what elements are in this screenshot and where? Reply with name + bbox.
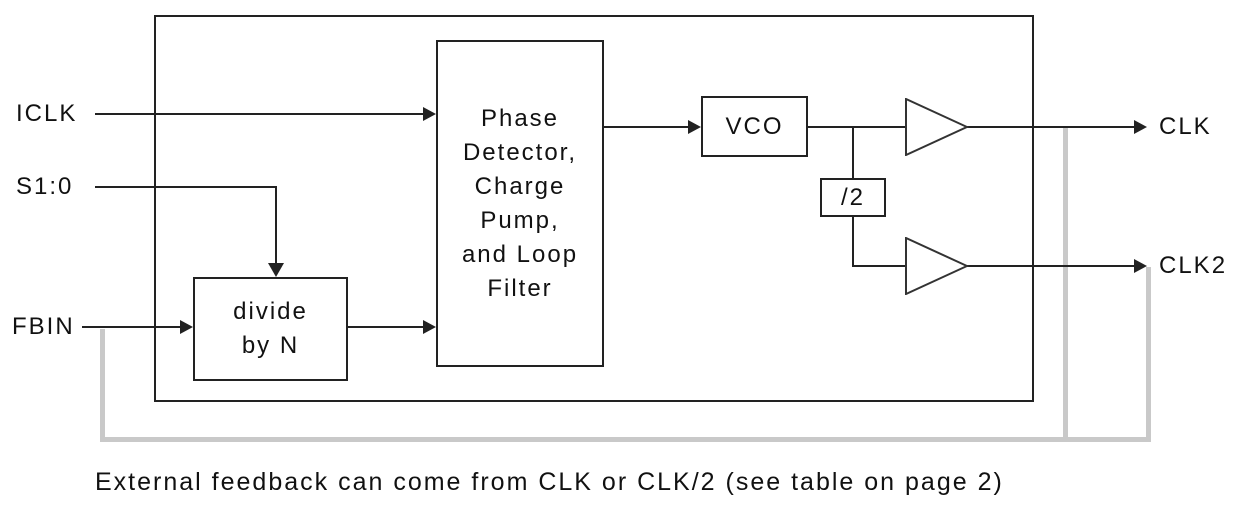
phase-detector-text-line: Pump, xyxy=(480,206,560,234)
iclk-signal-line xyxy=(95,113,424,115)
phase-detector-text-line: Charge xyxy=(474,172,566,200)
divider-to-pll-arrowhead-icon xyxy=(423,320,436,334)
vco-label: VCO xyxy=(725,112,784,140)
divide-by-n-text-line: divide xyxy=(233,298,308,325)
divide-by-2-label: /2 xyxy=(840,183,865,211)
clk2-buffer-triangle-icon xyxy=(905,237,969,295)
clk-label: CLK xyxy=(1159,113,1212,140)
s1-0-arrowhead-icon xyxy=(268,263,284,277)
clk2-label: CLK2 xyxy=(1159,252,1228,279)
vco-to-div2-vertical-line xyxy=(852,126,854,178)
clk-arrowhead-icon xyxy=(1134,120,1147,134)
feedback-line-clk-vertical xyxy=(1063,128,1068,442)
clk-buffer-triangle-icon xyxy=(905,98,969,156)
div2-output-vertical-line xyxy=(852,217,854,267)
fbin-arrowhead-icon xyxy=(180,320,193,334)
divide-by-n-block: divide by N xyxy=(193,277,348,381)
clk2-output-line xyxy=(967,265,1136,267)
clk2-arrowhead-icon xyxy=(1134,259,1147,273)
divider-to-pll-line xyxy=(348,326,424,328)
phase-detector-text-line: Phase xyxy=(480,104,560,132)
pll-to-vco-line xyxy=(604,126,689,128)
phase-detector-text-line: Filter xyxy=(487,274,553,302)
feedback-line-clk2-vertical xyxy=(1146,267,1151,442)
vco-block: VCO xyxy=(701,96,808,157)
iclk-label: ICLK xyxy=(16,100,78,127)
s1-0-signal-line-horizontal xyxy=(95,186,277,188)
fbin-signal-line xyxy=(82,326,181,328)
s1-0-label: S1:0 xyxy=(16,173,74,200)
iclk-arrowhead-icon xyxy=(423,107,436,121)
div2-to-buffer2-line xyxy=(852,265,907,267)
phase-detector-text-line: and Loop xyxy=(461,240,579,268)
chip-boundary-box xyxy=(154,15,1034,402)
divide-by-2-block: /2 xyxy=(820,178,886,217)
clk-output-line xyxy=(967,126,1136,128)
s1-0-signal-line-vertical xyxy=(275,186,277,264)
figure-caption: External feedback can come from CLK or C… xyxy=(95,468,1004,496)
vco-to-buffer1-line xyxy=(808,126,907,128)
phase-detector-text-line: Detector, xyxy=(462,138,578,166)
feedback-line-bottom-horizontal xyxy=(100,437,1151,442)
fbin-label: FBIN xyxy=(12,313,75,340)
feedback-line-left-vertical xyxy=(100,329,105,442)
phase-detector-block: Phase Detector, Charge Pump, and Loop Fi… xyxy=(436,40,604,367)
pll-to-vco-arrowhead-icon xyxy=(688,120,701,134)
divide-by-n-text-line: by N xyxy=(241,332,300,359)
